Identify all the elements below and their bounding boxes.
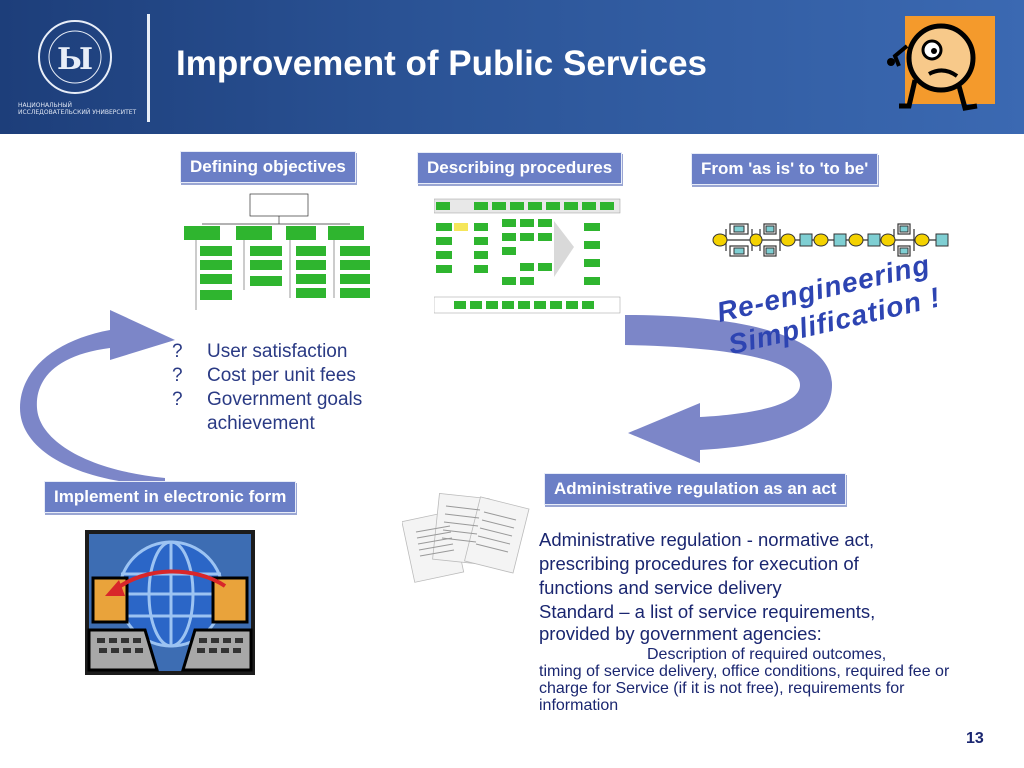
question-item: ?Government goals	[172, 389, 363, 410]
page-title: Improvement of Public Services	[176, 44, 708, 83]
question-item: achievement	[207, 413, 315, 434]
cycle-arrow-left-icon	[20, 310, 175, 486]
hse-logo-icon: Ы	[38, 20, 112, 94]
logo-caption: НАЦИОНАЛЬНЫЙ ИССЛЕДОВАТЕЛЬСКИЙ УНИВЕРСИТ…	[18, 102, 137, 116]
header-banner: Ы НАЦИОНАЛЬНЫЙ ИССЛЕДОВАТЕЛЬСКИЙ УНИВЕРС…	[0, 0, 1024, 134]
body-line: Administrative regulation - normative ac…	[539, 529, 875, 550]
question-item: ?User satisfaction	[172, 341, 348, 362]
page-number: 13	[966, 730, 984, 747]
body-line: Standard – a list of service requirement…	[539, 601, 876, 622]
header-divider	[147, 14, 150, 122]
body-line: provided by government agencies:	[539, 623, 822, 644]
small-paragraph: timing of service delivery, office condi…	[539, 663, 950, 714]
describing-procedures-label: Describing procedures	[417, 152, 623, 184]
implement-electronic-label: Implement in electronic form	[44, 481, 297, 513]
cycle-arrow-right-icon	[625, 315, 832, 463]
regulation-description: Administrative regulation - normative ac…	[539, 528, 969, 644]
defining-objectives-label: Defining objectives	[180, 151, 356, 183]
flowchart-icon	[434, 198, 621, 314]
svg-text:Ы: Ы	[57, 42, 93, 77]
admin-regulation-label: Administrative regulation as an act	[544, 473, 847, 505]
org-chart-icon	[184, 193, 370, 310]
small-line: Description of required outcomes,	[647, 646, 887, 663]
process-chain-icon	[712, 223, 949, 257]
body-line: prescribing procedures for execution of	[539, 553, 859, 574]
as-is-to-be-label: From 'as is' to 'to be'	[691, 153, 879, 185]
globe-computers-icon	[85, 530, 255, 675]
questions-list: ?User satisfaction ?Cost per unit fees ?…	[172, 340, 362, 436]
worried-face-icon	[887, 16, 995, 111]
standard-details: Description of required outcomes, timing…	[539, 646, 969, 714]
documents-icon	[402, 493, 530, 583]
question-item: ?Cost per unit fees	[172, 365, 356, 386]
body-line: functions and service delivery	[539, 577, 782, 598]
